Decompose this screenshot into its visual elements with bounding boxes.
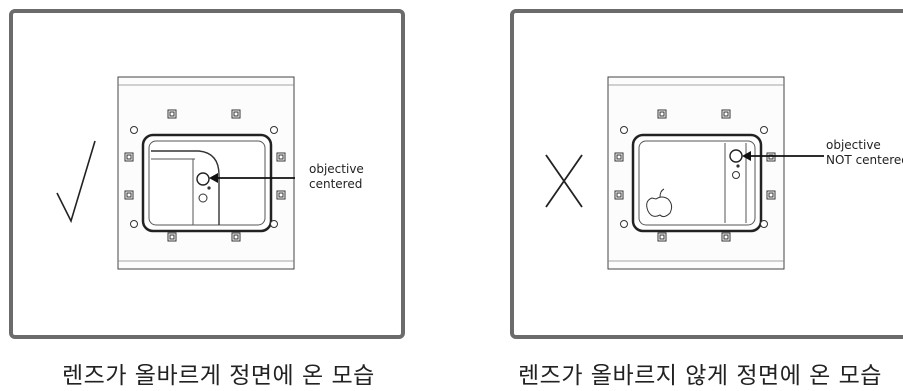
phone-outline — [151, 150, 220, 225]
apple-logo-icon — [646, 196, 673, 218]
correct-example-panel: objective centered — [9, 9, 405, 339]
incorrect-caption: 렌즈가 올바르지 않게 정면에 온 모습 — [518, 363, 882, 389]
x-mark-icon — [545, 154, 583, 208]
incorrect-example-diagram: X — [514, 12, 903, 270]
annotation-line2: centered — [309, 177, 362, 191]
case-window — [631, 133, 763, 233]
correct-example-diagram: objective centered — [56, 76, 364, 270]
annotation-line1: objective — [826, 138, 881, 152]
annotation-line2: NOT centered — [826, 153, 903, 167]
incorrect-example-panel: X — [510, 9, 903, 339]
annotation-line1: objective — [309, 162, 364, 176]
correct-caption: 렌즈가 올바르게 정면에 온 모습 — [62, 363, 375, 389]
case-rivets — [614, 109, 776, 242]
check-mark-icon — [56, 140, 96, 224]
case-rivets — [124, 109, 286, 242]
status-mark-text: X — [514, 13, 515, 14]
camera-lens-icon — [196, 172, 210, 186]
